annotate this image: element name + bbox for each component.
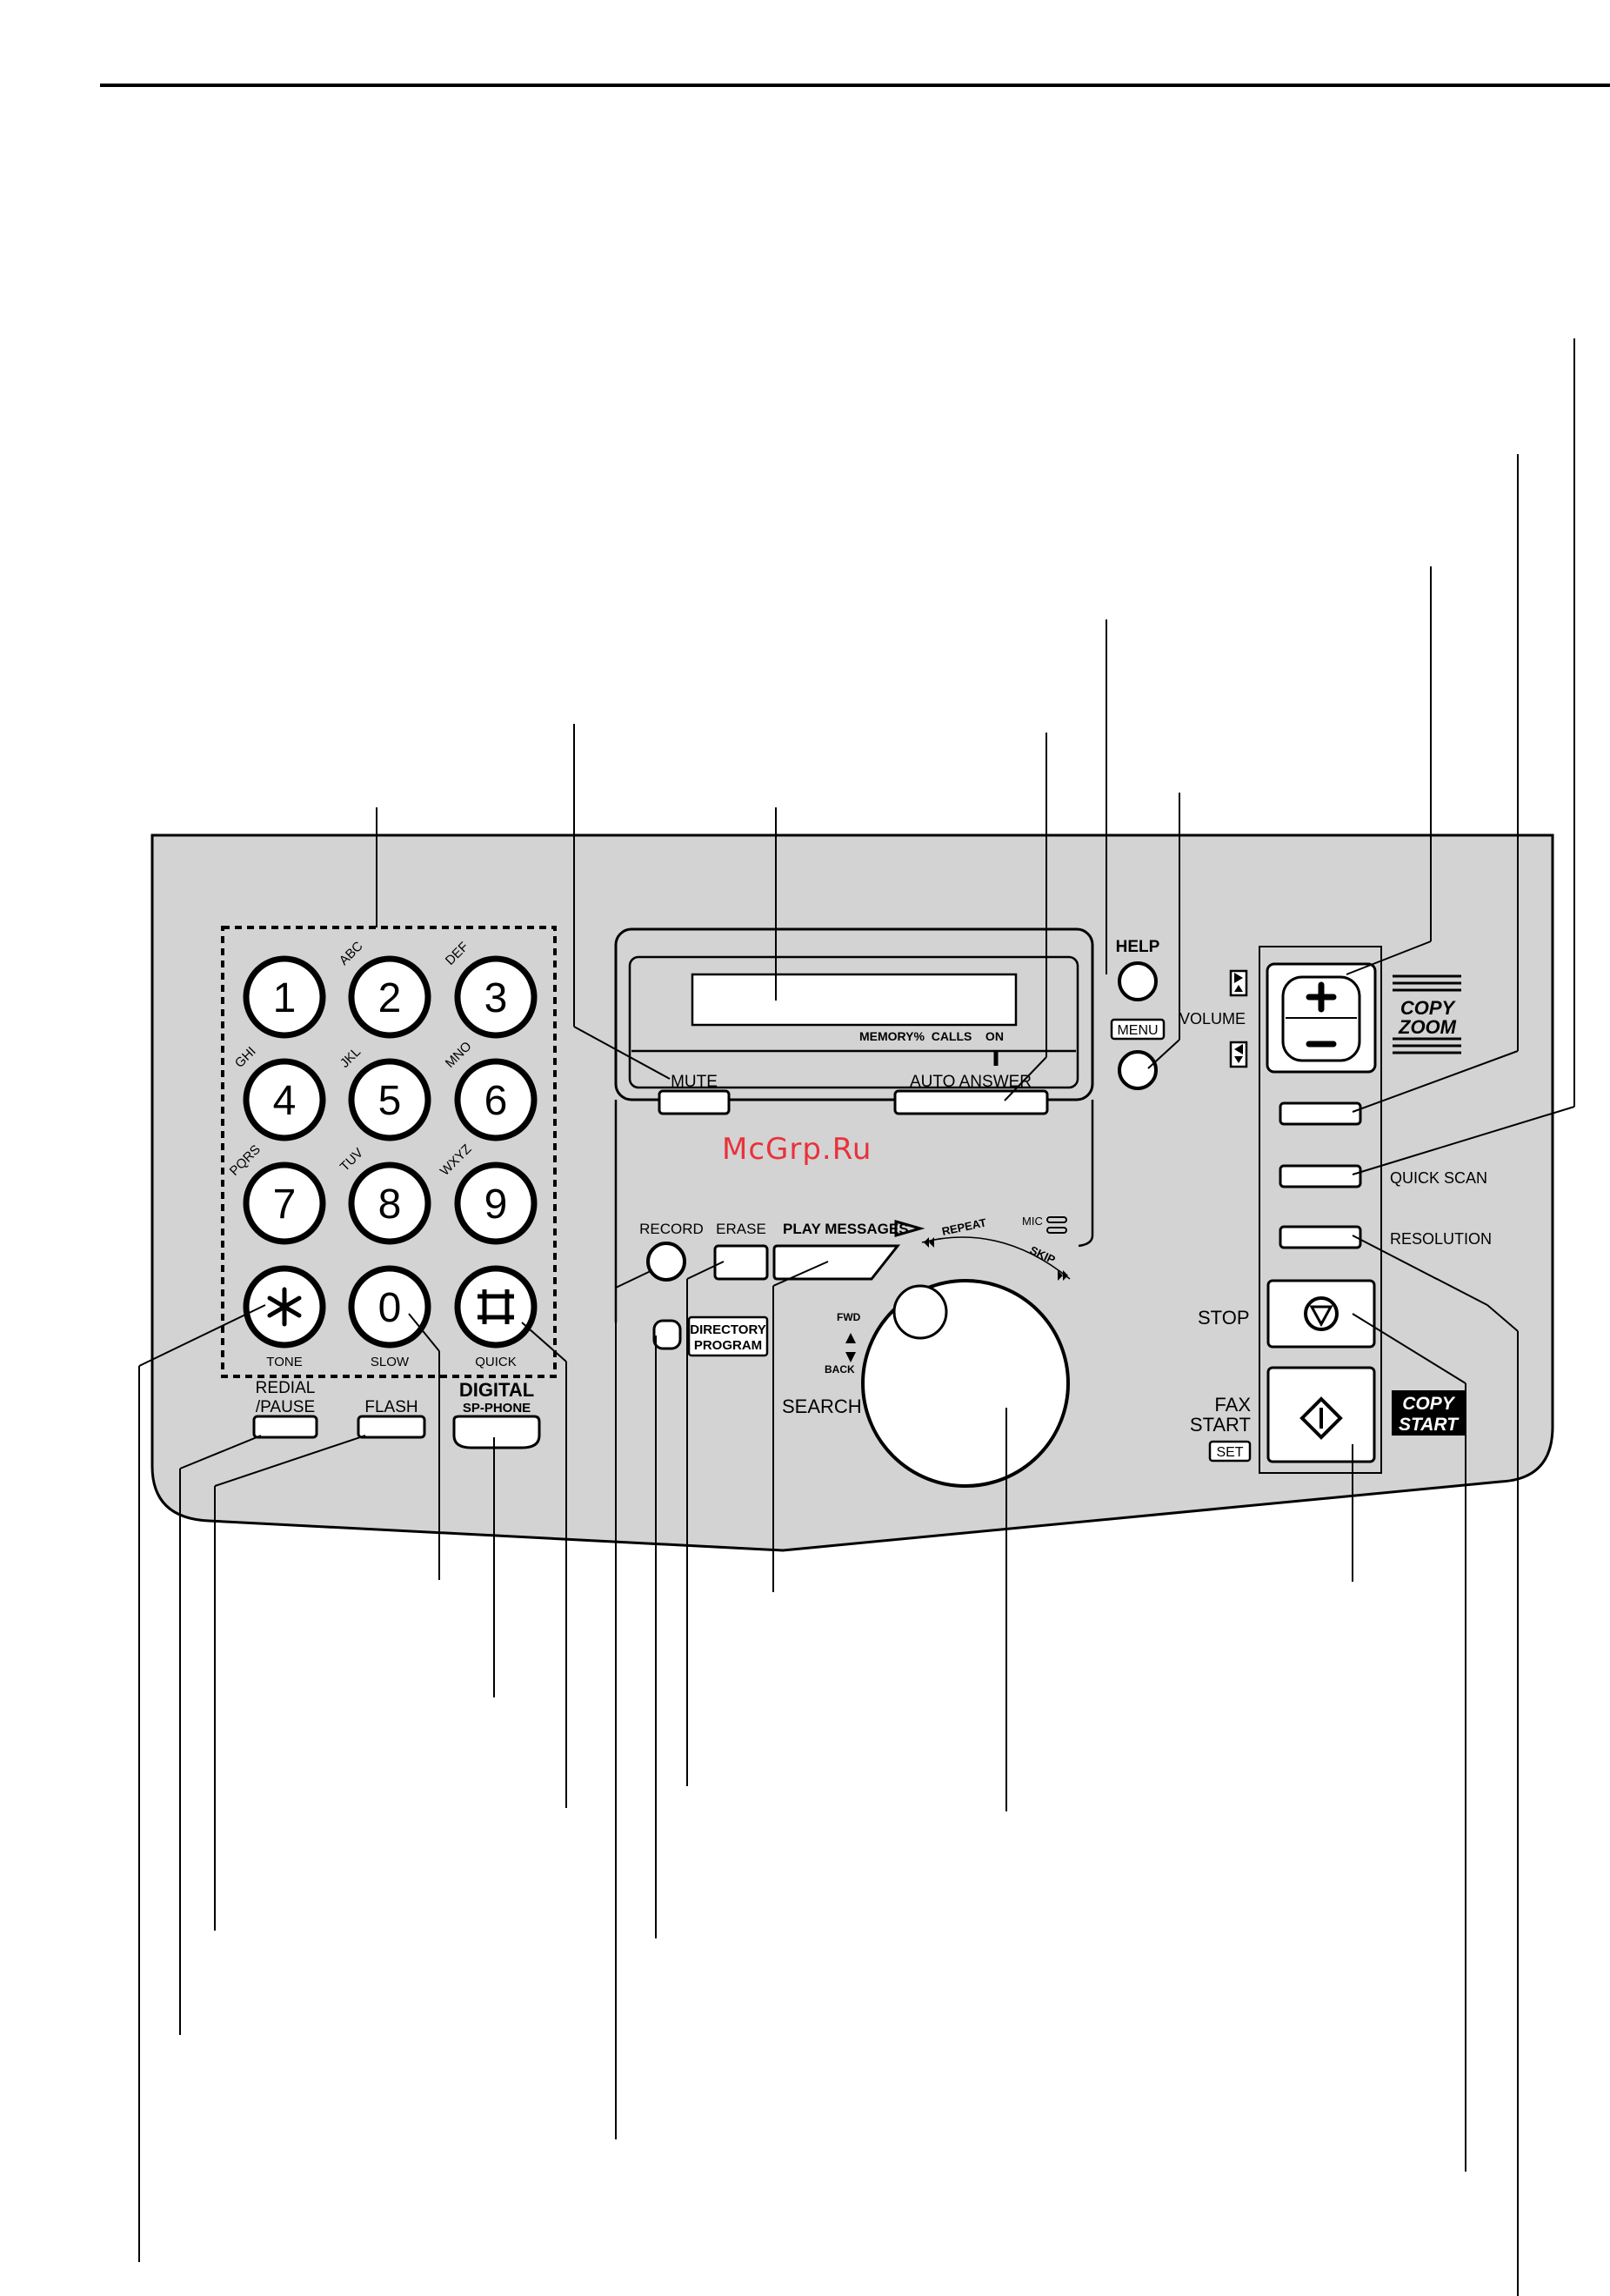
redial-label-2: /PAUSE — [256, 1398, 315, 1416]
play-icon — [894, 1220, 925, 1237]
auto-answer-button[interactable] — [893, 1089, 1049, 1115]
right-column-frame — [1259, 946, 1382, 1474]
record-button[interactable] — [646, 1242, 686, 1282]
key-7[interactable] — [243, 1161, 326, 1245]
mic-hole-2 — [1046, 1227, 1067, 1234]
volume-down-icon — [1234, 1044, 1243, 1063]
stop-label: STOP — [1198, 1307, 1250, 1329]
sp-phone-button[interactable] — [452, 1415, 541, 1449]
mic-label: MIC — [1022, 1215, 1043, 1228]
key-7-digit: 7 — [273, 1181, 297, 1228]
fastforward-icon — [1058, 1270, 1068, 1281]
start-icon — [1299, 1396, 1343, 1440]
key-1-digit: 1 — [273, 975, 297, 1021]
tone-label: TONE — [266, 1355, 302, 1369]
search-arc — [921, 1236, 1071, 1280]
copy-zoom-label-2: ZOOM — [1398, 1016, 1457, 1038]
help-label: HELP — [1116, 938, 1160, 956]
key-4-digit: 4 — [273, 1078, 297, 1124]
key-0-digit: 0 — [378, 1285, 402, 1331]
play-messages-button[interactable] — [772, 1244, 901, 1281]
directory-program-label-box — [687, 1315, 769, 1357]
volume-plus-icon — [1306, 981, 1337, 1013]
set-label: SET — [1216, 1445, 1243, 1460]
search-dial-grip — [892, 1284, 948, 1340]
callout-lines — [138, 338, 1575, 2296]
quick-scan-button[interactable] — [1279, 1164, 1362, 1188]
key-9[interactable] — [454, 1161, 538, 1245]
key-2-digit: 2 — [378, 975, 402, 1021]
keypad: 1 2 3 4 5 6 7 8 9 0 ABC DEF GHI JKL MNO … — [227, 939, 538, 1369]
redial-label-1: REDIAL — [256, 1379, 316, 1397]
flash-label: FLASH — [364, 1398, 418, 1416]
record-label: RECORD — [639, 1221, 704, 1237]
sp-phone-label-1: DIGITAL — [459, 1379, 534, 1401]
key-3-digit: 3 — [484, 975, 508, 1021]
redial-pause-button[interactable] — [252, 1415, 318, 1439]
menu-label: MENU — [1117, 1023, 1158, 1038]
key-3[interactable] — [454, 955, 538, 1039]
set-label-box — [1208, 1440, 1252, 1463]
back-label: BACK — [825, 1363, 855, 1376]
hash-icon — [478, 1289, 514, 1324]
search-label: SEARCH — [782, 1396, 862, 1417]
fwd-label: FWD — [837, 1311, 861, 1323]
program-label: PROGRAM — [694, 1338, 762, 1353]
key-hash[interactable] — [454, 1265, 538, 1349]
auto-answer-label: AUTO ANSWER — [910, 1073, 1032, 1091]
stop-icon — [1304, 1296, 1339, 1331]
erase-label: ERASE — [716, 1221, 766, 1237]
erase-button[interactable] — [713, 1244, 769, 1281]
copy-zoom-stripes — [1393, 974, 1461, 1054]
display-frame — [614, 927, 1094, 1101]
menu-label-box — [1110, 1018, 1166, 1041]
key-5-digit: 5 — [378, 1078, 402, 1124]
copy-zoom-button[interactable] — [1279, 1101, 1362, 1126]
rewind-icon — [924, 1237, 934, 1248]
copy-start-label-2: START — [1399, 1415, 1460, 1435]
fwd-back-arrows — [845, 1333, 856, 1362]
quick-label: QUICK — [475, 1355, 517, 1369]
key-8[interactable] — [348, 1161, 431, 1245]
help-button[interactable] — [1118, 961, 1158, 1001]
display-inner-frame — [628, 955, 1079, 1089]
display-indicators: MEMORY% CALLS ON — [859, 1029, 1004, 1043]
quick-scan-label: QUICK SCAN — [1390, 1169, 1487, 1187]
menu-button[interactable] — [1118, 1050, 1158, 1090]
asterisk-icon — [267, 1287, 302, 1327]
sp-phone-label-2: SP-PHONE — [463, 1401, 531, 1416]
volume-up-icon — [1234, 973, 1243, 992]
key-2[interactable] — [348, 955, 431, 1039]
volume-label: VOLUME — [1179, 1010, 1246, 1028]
mute-button[interactable] — [658, 1089, 731, 1115]
watermark: McGrp.Ru — [722, 1132, 872, 1167]
copy-start-badge — [1392, 1390, 1465, 1436]
directory-label: DIRECTORY — [690, 1322, 766, 1337]
key-6[interactable] — [454, 1058, 538, 1141]
mute-label: MUTE — [671, 1073, 718, 1091]
key-8-digit: 8 — [378, 1181, 402, 1228]
lid-outline — [614, 1100, 1094, 1322]
mic-hole-1 — [1046, 1216, 1067, 1223]
copy-start-label-1: COPY — [1402, 1394, 1456, 1414]
key-0[interactable] — [348, 1265, 431, 1349]
copy-zoom-label-1: COPY — [1400, 997, 1457, 1019]
slow-label: SLOW — [371, 1355, 410, 1369]
play-messages-label: PLAY MESSAGES — [783, 1221, 909, 1237]
resolution-button[interactable] — [1279, 1225, 1362, 1249]
key-4[interactable] — [243, 1058, 326, 1141]
directory-program-button[interactable] — [652, 1319, 682, 1350]
resolution-label: RESOLUTION — [1390, 1230, 1492, 1248]
flash-button[interactable] — [357, 1415, 426, 1439]
lcd-display — [691, 973, 1018, 1027]
key-6-digit: 6 — [484, 1078, 508, 1124]
key-5[interactable] — [348, 1058, 431, 1141]
fax-label: FAX — [1214, 1394, 1251, 1416]
start-label: START — [1190, 1414, 1251, 1436]
key-9-digit: 9 — [484, 1181, 508, 1228]
key-1[interactable] — [243, 955, 326, 1039]
stop-button[interactable] — [1266, 1279, 1376, 1349]
